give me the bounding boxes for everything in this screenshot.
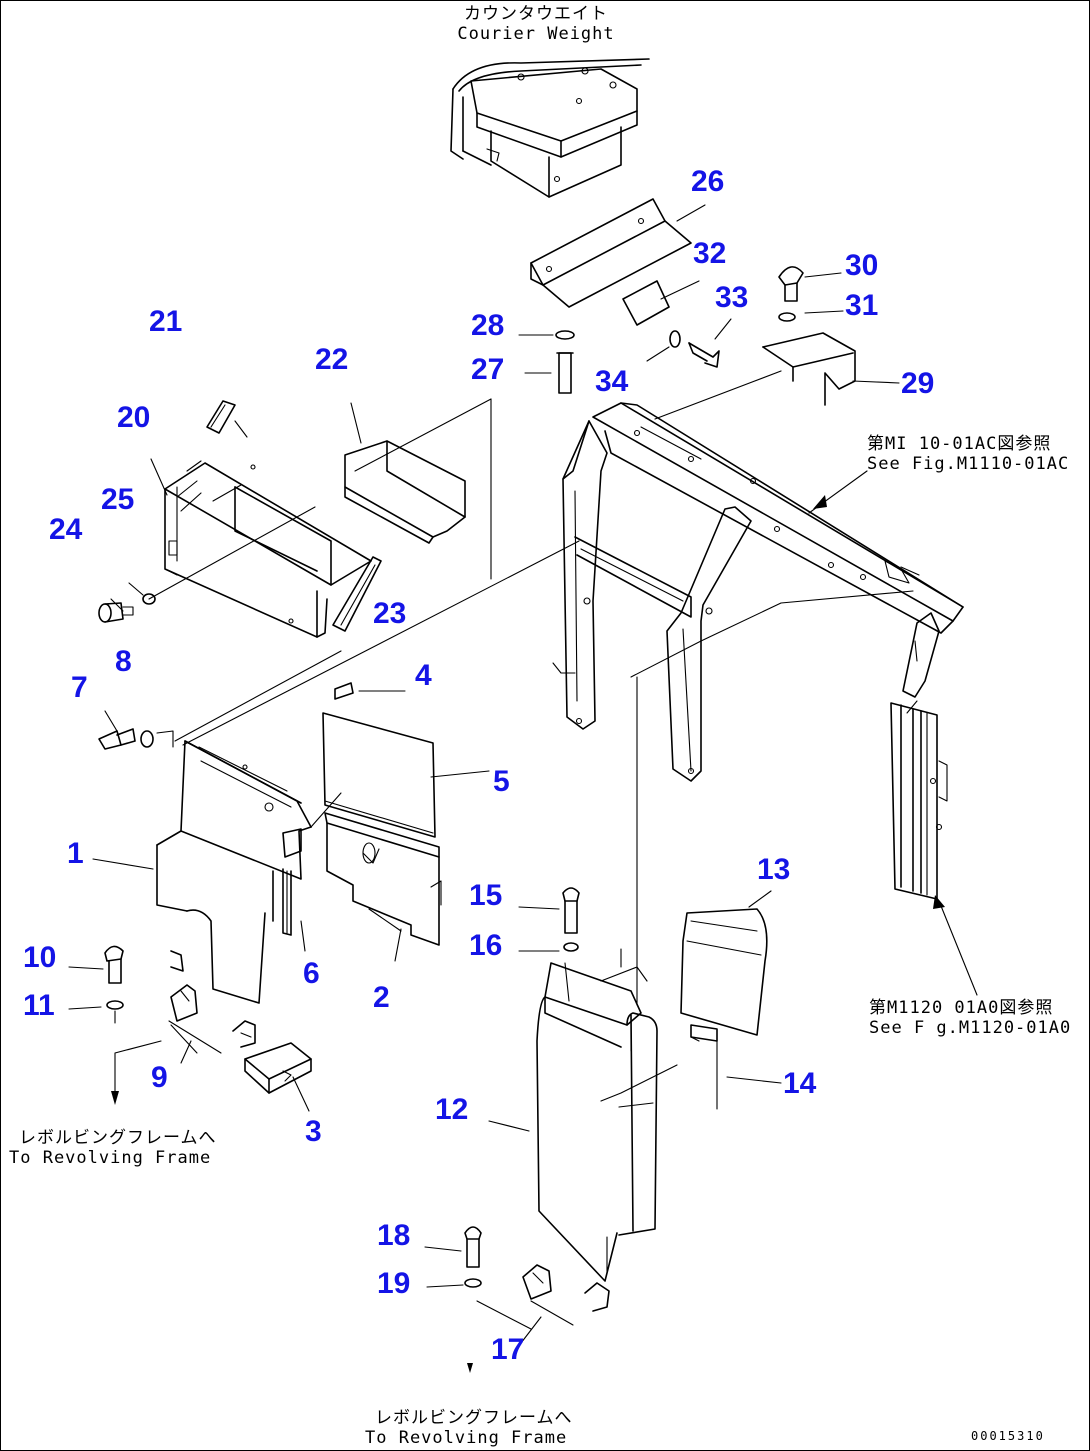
callout-28[interactable]: 28 (471, 309, 505, 342)
callout-32[interactable]: 32 (693, 237, 727, 270)
callout-16[interactable]: 16 (469, 929, 503, 962)
callout-9[interactable]: 9 (151, 1061, 168, 1094)
callout-13[interactable]: 13 (757, 853, 791, 886)
part-26-bracket (530, 198, 706, 326)
bolt-10-washer-11 (68, 945, 124, 1024)
callout-12[interactable]: 12 (435, 1093, 469, 1126)
bolt-18-washer-19 (424, 1226, 482, 1288)
see-fig-note-2: 第M1120 01A0図参照 See F g.M1120-01A0 (869, 998, 1072, 1038)
to-frame-note-bottom: レボルビングフレームへ To Revolving Frame (365, 1408, 573, 1448)
part-5-plate (322, 712, 490, 838)
callout-18[interactable]: 18 (377, 1219, 411, 1252)
callout-21[interactable]: 21 (149, 305, 183, 338)
to-frame-note-left-en: To Revolving Frame (9, 1147, 212, 1168)
counterweight-note-en: Courier Weight (457, 23, 615, 44)
callout-14[interactable]: 14 (783, 1067, 817, 1100)
callout-15[interactable]: 15 (469, 879, 503, 912)
part-22-cover (344, 402, 466, 544)
drawing-code: 00015310 (971, 1429, 1045, 1443)
callout-10[interactable]: 10 (23, 941, 57, 974)
callout-11[interactable]: 11 (23, 989, 55, 1022)
counterweight-drawing (450, 58, 650, 198)
callout-19[interactable]: 19 (377, 1267, 411, 1300)
to-frame-note-left: レボルビングフレームへ To Revolving Frame (9, 1128, 217, 1168)
callout-1[interactable]: 1 (67, 837, 84, 870)
counterweight-note: カウンタウエイト Courier Weight (441, 4, 631, 44)
callout-30[interactable]: 30 (845, 249, 879, 282)
callout-26[interactable]: 26 (691, 165, 725, 198)
callout-2[interactable]: 2 (373, 981, 390, 1014)
see-fig-note-1-jp: 第MI 10-01AC図参照 (867, 434, 1052, 454)
callout-22[interactable]: 22 (315, 343, 349, 376)
see-fig-note-1-en: See Fig.M1110-01AC (867, 453, 1070, 474)
callout-27[interactable]: 27 (471, 353, 505, 386)
part-6-strip (282, 868, 292, 936)
bolt-15-washer-16 (518, 887, 580, 952)
parts-29-30-31 (762, 266, 900, 406)
callout-8[interactable]: 8 (115, 645, 132, 678)
callout-17[interactable]: 17 (491, 1333, 525, 1366)
part-4-seal (334, 682, 406, 700)
callout-33[interactable]: 33 (715, 281, 749, 314)
callout-5[interactable]: 5 (493, 765, 510, 798)
bolt-33-washer-34 (646, 318, 732, 368)
bolt-7-washer-8 (98, 650, 342, 750)
part-21-clip (206, 400, 248, 438)
part-9-bracket (111, 984, 256, 1105)
part-20-box (164, 460, 372, 638)
part-24-25-fasteners (98, 506, 316, 623)
callout-20[interactable]: 20 (117, 401, 151, 434)
part-13-panel (680, 890, 772, 1036)
right-side-panel (890, 700, 948, 900)
leader-lines (92, 370, 978, 1330)
part-3-block (244, 1042, 312, 1112)
callout-4[interactable]: 4 (415, 659, 432, 692)
part-14-strip (690, 1024, 782, 1110)
callout-24[interactable]: 24 (49, 513, 83, 546)
see-fig-note-2-jp: 第M1120 01A0図参照 (869, 998, 1054, 1018)
counterweight-note-jp: カウンタウエイト (464, 4, 608, 24)
callout-7[interactable]: 7 (71, 671, 88, 704)
callout-34[interactable]: 34 (595, 365, 629, 398)
callout-6[interactable]: 6 (303, 957, 320, 990)
part-32-plate (622, 280, 670, 326)
main-frame-structure (552, 402, 964, 782)
bolt-27-washer-28 (518, 330, 575, 394)
to-frame-note-left-jp: レボルビングフレームへ (19, 1128, 217, 1148)
part-12-right-cover (488, 676, 658, 1282)
callout-31[interactable]: 31 (845, 289, 879, 322)
callout-23[interactable]: 23 (373, 597, 407, 630)
part-1-left-cover (156, 740, 342, 1004)
see-fig-note-2-en: See F g.M1120-01A0 (869, 1017, 1072, 1038)
part-23-strip (332, 556, 382, 632)
to-frame-note-bottom-jp: レボルビングフレームへ (375, 1408, 573, 1428)
callout-25[interactable]: 25 (101, 483, 135, 516)
callout-29[interactable]: 29 (901, 367, 935, 400)
see-fig-note-1: 第MI 10-01AC図参照 See Fig.M1110-01AC (867, 434, 1070, 474)
part-17-bracket (467, 1264, 610, 1373)
part-2-bottom-plate (324, 812, 442, 946)
to-frame-note-bottom-en: To Revolving Frame (365, 1427, 568, 1448)
callout-3[interactable]: 3 (305, 1115, 322, 1148)
